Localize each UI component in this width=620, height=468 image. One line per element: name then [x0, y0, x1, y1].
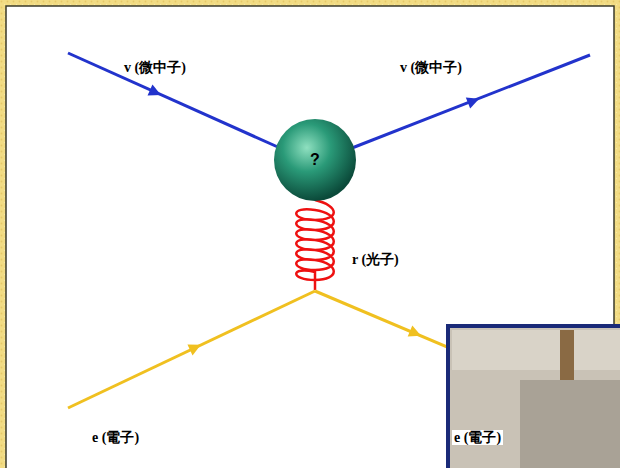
arrowhead: [466, 93, 482, 109]
arrowhead: [148, 85, 164, 101]
photon-wave: [296, 200, 334, 290]
particle-label: v (微中子): [398, 60, 464, 75]
photo-frame: [448, 326, 620, 468]
sphere-fill: [274, 119, 356, 201]
arrowhead: [187, 339, 203, 355]
photo-wall: [452, 330, 620, 370]
neutrino-line: [68, 53, 280, 148]
sphere-text-holder: ?: [273, 118, 357, 202]
particle-label: v (微中子): [122, 60, 188, 75]
particle-label: r (光子): [350, 252, 401, 267]
neutrino-line: [352, 55, 590, 148]
particle-label: e (電子): [90, 430, 141, 445]
electron-line: [68, 291, 315, 408]
photo-floor: [520, 380, 620, 468]
particle-label: e (電子): [452, 430, 503, 445]
arrowhead: [408, 325, 424, 341]
node-text: ?: [310, 151, 320, 169]
mystery-sphere: ?: [273, 118, 357, 202]
